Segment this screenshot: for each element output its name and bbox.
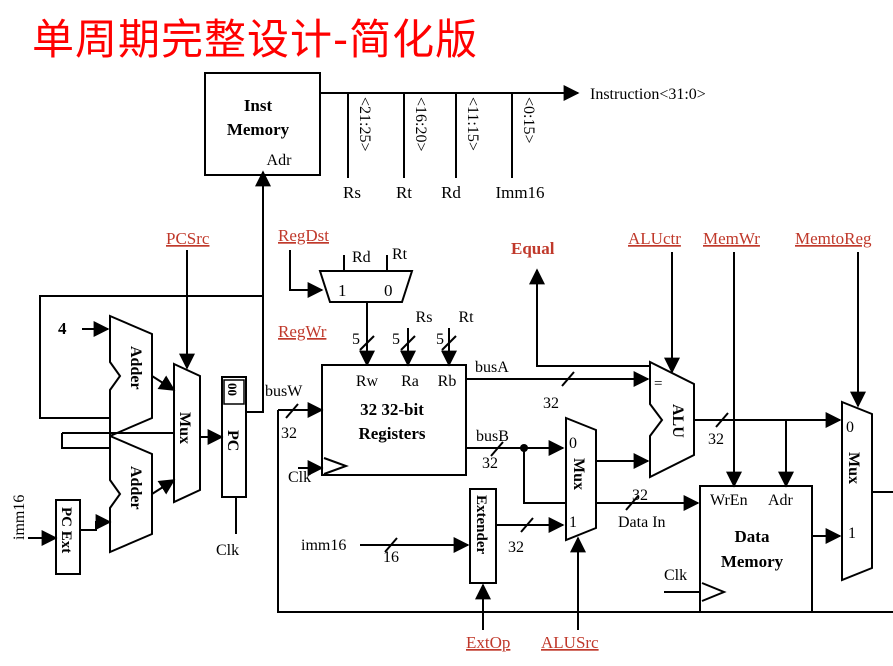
regfile-clk: Clk	[288, 469, 311, 486]
memtoreg-mux-in0: 0	[846, 419, 854, 436]
field-bits-imm16: <0:15>	[520, 97, 537, 144]
signal-regdst: RegDst	[278, 226, 329, 245]
alu-eq-port: =	[654, 376, 662, 392]
signal-equal: Equal	[511, 239, 555, 258]
signal-extop: ExtOp	[466, 633, 510, 652]
inst-memory: Inst Memory Adr	[204, 72, 321, 176]
page-title: 单周期完整设计-简化版	[32, 15, 479, 64]
busb-label: busB	[476, 428, 509, 445]
alusrc-mux-label: Mux	[570, 458, 587, 490]
signal-aluctr: ALUctr	[628, 229, 681, 248]
regfile-width-rw: 5	[352, 331, 360, 348]
alu-out-width: 32	[708, 431, 724, 448]
pc-bits: 00	[225, 383, 240, 396]
regfile-port-rw: Rw	[356, 373, 379, 390]
regdst-mux-in1: 1	[338, 281, 347, 300]
busw: busW 32	[265, 383, 893, 613]
regfile-title-1: 32 32-bit	[360, 400, 424, 419]
busw-label: busW	[265, 383, 303, 400]
regdst-mux-rt: Rt	[392, 246, 408, 263]
regfile-title-2: Registers	[358, 424, 425, 443]
pc-adder-top	[109, 314, 153, 438]
alusrc-mux-in1: 1	[569, 514, 577, 531]
pc-adder-bottom-label: Adder	[127, 466, 144, 510]
regdst-mux-in0: 0	[384, 281, 393, 300]
datain-width: 32	[632, 487, 648, 504]
pc-constant-4: 4	[58, 319, 67, 338]
field-bits-rd: <11:15>	[464, 97, 481, 151]
data-memory: WrEn Adr Data Memory Data In Clk	[618, 252, 842, 613]
signal-pcsrc: PCSrc	[166, 229, 210, 248]
field-bits-rt: <16:20>	[412, 97, 429, 152]
signal-memwr: MemWr	[703, 229, 760, 248]
alusrc-mux-in0: 0	[569, 435, 577, 452]
signal-regwr: RegWr	[278, 322, 327, 341]
alu: = ALU 32	[529, 252, 842, 479]
pc-adder-top-label: Adder	[127, 346, 144, 390]
inst-memory-adr: Adr	[267, 152, 293, 169]
memtoreg-mux-label: Mux	[845, 452, 862, 484]
extender-input-label: imm16	[301, 537, 346, 554]
pc-adder-bottom	[109, 434, 153, 554]
regfile-field-rs: Rs	[416, 309, 433, 326]
regdst-mux: 1 0 Rd Rt	[289, 246, 414, 367]
busw-width: 32	[281, 425, 297, 442]
busb-width: 32	[482, 455, 498, 472]
extender: Extender imm16 16 32	[301, 488, 565, 630]
inst-memory-label-1: Inst	[244, 96, 273, 115]
field-name-rt: Rt	[396, 183, 412, 202]
signal-alusrc: ALUSrc	[541, 633, 599, 652]
busa-label: busA	[475, 359, 509, 376]
data-memory-label-2: Memory	[721, 552, 784, 571]
pc-clk: Clk	[216, 542, 239, 559]
imm16-width: 16	[383, 549, 399, 566]
instruction-bus-label: Instruction<31:0>	[590, 86, 706, 103]
data-memory-label-1: Data	[735, 527, 770, 546]
regdst-mux-rd: Rd	[352, 249, 371, 266]
pc-ext-imm16: imm16	[11, 495, 28, 540]
regfile-field-rt: Rt	[458, 309, 474, 326]
instruction-bus: Instruction<31:0> <21:25> <16:20> <11:15…	[320, 85, 706, 202]
regfile-port-ra: Ra	[401, 373, 419, 390]
pc-section: 4 Adder Adder Mux 00 PC Clk PC Ext imm16	[11, 170, 271, 575]
pc-ext-label: PC Ext	[58, 507, 74, 553]
data-memory-adr: Adr	[768, 492, 794, 509]
regfile-width-ra: 5	[392, 331, 400, 348]
data-memory-clk: Clk	[664, 567, 687, 584]
bus-a-b: busA 32 busB 32 32	[466, 359, 700, 511]
regfile-port-rb: Rb	[438, 373, 457, 390]
extender-label: Extender	[473, 495, 489, 555]
alusrc-mux: 0 1 Mux	[565, 416, 650, 630]
pc-label: PC	[224, 430, 241, 451]
signal-memtoreg: MemtoReg	[795, 229, 872, 248]
register-file: Rw Ra Rb 32 32-bit Registers 5 5 5 Rs Rt…	[288, 309, 474, 486]
memtoreg-mux: 0 1 Mux	[841, 252, 893, 582]
field-name-rd: Rd	[441, 183, 461, 202]
memtoreg-mux-in1: 1	[848, 525, 856, 542]
extender-out-width: 32	[508, 539, 524, 556]
field-name-rs: Rs	[343, 183, 361, 202]
data-memory-wren: WrEn	[710, 492, 748, 509]
pc-ext	[55, 499, 81, 575]
busa-width: 32	[543, 395, 559, 412]
inst-memory-label-2: Memory	[227, 120, 290, 139]
field-name-imm16: Imm16	[495, 183, 544, 202]
data-memory-datain: Data In	[618, 514, 666, 531]
pc-mux-label: Mux	[176, 412, 193, 444]
pc-mux	[173, 362, 201, 504]
field-bits-rs: <21:25>	[356, 97, 373, 152]
alu-label: ALU	[669, 404, 686, 438]
regfile-width-rb: 5	[436, 331, 444, 348]
